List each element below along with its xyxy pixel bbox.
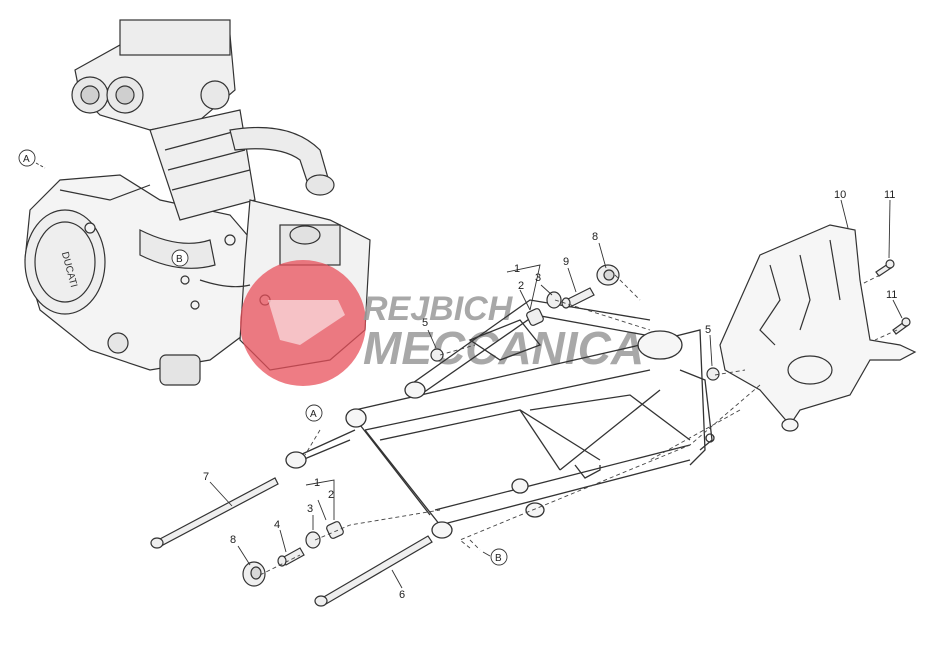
engine-assembly: DUCATI [24, 19, 371, 386]
callout-8-lower: 8 [230, 534, 236, 546]
ref-marker-a-engine: A [18, 149, 46, 169]
washer-3-upper [546, 291, 562, 309]
callout-1-upper: 1 [514, 263, 520, 275]
callout-9: 9 [563, 256, 569, 268]
long-bolt-7 [150, 477, 279, 549]
svg-text:A: A [23, 154, 30, 165]
callout-2-lower: 2 [328, 489, 334, 501]
reference-markers: A B A B [18, 149, 508, 566]
callout-6: 6 [399, 589, 405, 601]
spacer-2-lower [326, 521, 344, 539]
nut-5-left [430, 348, 444, 362]
flanged-bushing-8-lower [242, 561, 266, 587]
trellis-frame [285, 299, 715, 539]
alignment-lines [259, 274, 898, 576]
screw-11-upper [875, 259, 895, 277]
svg-text:B: B [495, 553, 502, 564]
watermark-line2: MECCANICA [363, 322, 644, 374]
rear-subframe-bracket [719, 224, 917, 432]
nut-5-right [706, 367, 720, 381]
bolt-9 [561, 287, 595, 309]
screw-11-lower [892, 317, 911, 335]
watermark-line1: REJBICH [363, 290, 514, 328]
callout-11-upper: 11 [884, 189, 895, 201]
svg-text:A: A [310, 409, 317, 420]
callout-2-upper: 2 [518, 280, 524, 292]
spacer-2-upper [526, 308, 544, 326]
washer-3-lower [305, 531, 321, 549]
callout-1-lower: 1 [314, 477, 320, 489]
hardware-parts [150, 259, 911, 607]
callout-10: 10 [834, 189, 846, 201]
callout-7: 7 [203, 471, 209, 483]
callout-11-lower: 11 [886, 289, 897, 301]
leader-lines [209, 199, 903, 589]
watermark: REJBICH MECCANICA [240, 260, 644, 386]
ref-marker-a-frame: A [305, 404, 323, 422]
clutch-cover [24, 209, 106, 315]
flanged-bushing-8-upper [596, 264, 620, 286]
bolt-4 [277, 547, 305, 567]
ref-marker-b-frame: B [482, 548, 508, 566]
callout-5-right: 5 [705, 324, 711, 336]
ref-marker-b-engine: B [171, 249, 189, 267]
callout-4: 4 [274, 519, 280, 531]
callout-3-upper: 3 [535, 272, 541, 284]
svg-text:B: B [176, 254, 183, 265]
callout-5-left: 5 [422, 317, 428, 329]
callout-labels: 1 2 3 9 8 10 11 11 5 5 7 1 2 3 4 8 6 [203, 189, 897, 601]
callout-8-upper: 8 [592, 231, 598, 243]
callout-3-lower: 3 [307, 503, 313, 515]
long-bolt-6 [314, 535, 433, 607]
